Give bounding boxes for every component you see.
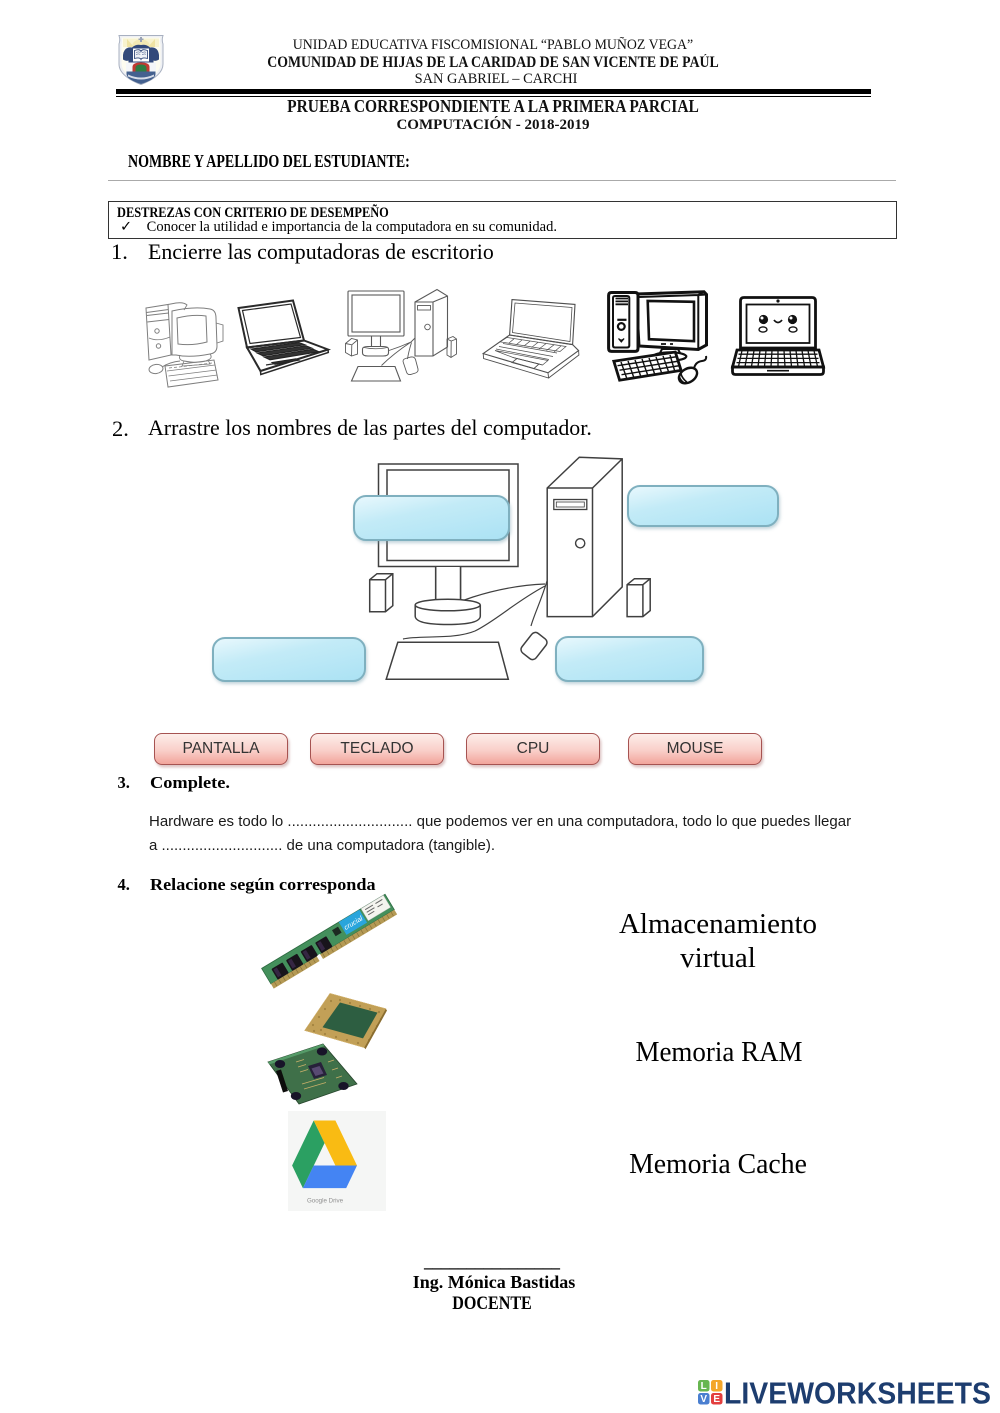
svg-text:V: V [700,1394,707,1405]
svg-text:E: E [713,1394,720,1405]
svg-text:LIVEWORKSHEETS: LIVEWORKSHEETS [724,1376,991,1408]
svg-text:Google Drive: Google Drive [307,1198,344,1205]
svg-text:L: L [701,1381,707,1392]
svg-text:I: I [715,1381,718,1392]
